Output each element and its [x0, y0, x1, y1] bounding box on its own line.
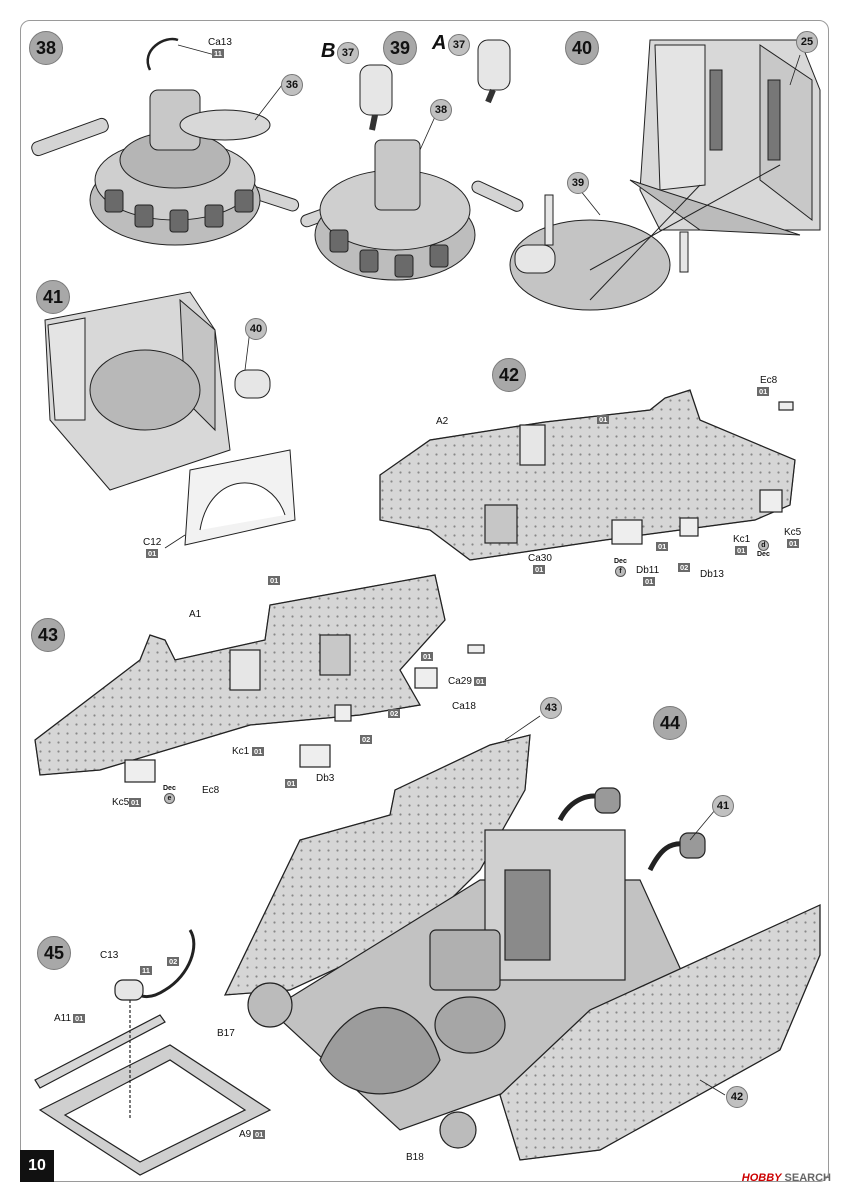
step-38: 38: [29, 31, 63, 65]
paint-code-kc1-42: 01: [735, 546, 748, 555]
paint-code-db3-a: 01: [285, 779, 298, 788]
paint-code-ca30: 01: [533, 565, 546, 574]
step-44: 44: [653, 706, 687, 740]
watermark-brand: HOBBY: [741, 1172, 782, 1184]
callout-25: 25: [796, 31, 818, 53]
callout-38: 38: [430, 99, 452, 121]
part-label-a9: A9: [239, 1129, 252, 1140]
paint-code-ec8-42: 01: [757, 387, 770, 396]
part-label-ca13: Ca13: [208, 37, 232, 48]
leader-lines: [164, 44, 801, 1096]
paint-code-a9: 01: [253, 1130, 266, 1139]
paint-code-ca18-b: 02: [388, 709, 401, 718]
paint-code-42-b: 01: [656, 542, 669, 551]
paint-code-db13: 02: [678, 563, 691, 572]
callout-39: 39: [567, 172, 589, 194]
part-label-db13: Db13: [700, 569, 724, 580]
part-label-db3: Db3: [316, 773, 335, 784]
paint-code-db11: 01: [643, 577, 656, 586]
paint-code-c13-a: 11: [140, 966, 152, 975]
paint-code-db3-b: 02: [360, 735, 373, 744]
paint-code-kc1-43: 01: [252, 747, 265, 756]
part-label-ca30: Ca30: [528, 553, 552, 564]
page-frame: [20, 20, 829, 1182]
callout-41: 41: [712, 795, 734, 817]
callout-37-b: 37: [337, 42, 359, 64]
part-label-kc5-43: Kc5: [112, 797, 130, 808]
frame-45-illustration: [34, 929, 272, 1176]
callout-42: 42: [726, 1086, 748, 1108]
part-label-c12: C12: [143, 537, 162, 548]
variant-b-label: B: [321, 40, 336, 62]
callout-36: 36: [281, 74, 303, 96]
callout-37-a: 37: [448, 34, 470, 56]
paint-code-ca29: 01: [474, 677, 487, 686]
paint-code-a11: 01: [73, 1014, 86, 1023]
part-label-b17: B17: [217, 1028, 235, 1039]
paint-code-ca18-a: 01: [421, 652, 434, 661]
step-45: 45: [37, 936, 71, 970]
part-label-db11: Db11: [636, 565, 660, 576]
callout-40: 40: [245, 318, 267, 340]
engine-bay-41-illustration: [44, 291, 296, 546]
part-label-c13: C13: [100, 950, 119, 961]
step-41: 41: [36, 280, 70, 314]
part-label-a11: A11: [54, 1013, 72, 1024]
paint-code-42-a: 01: [597, 415, 610, 424]
part-label-a1: A1: [189, 609, 202, 620]
variant-a-label: A: [432, 32, 447, 54]
part-label-kc5-42: Kc5: [784, 527, 802, 538]
part-label-b18: B18: [406, 1152, 424, 1163]
paint-code-kc5-42: 01: [787, 539, 800, 548]
engine-39-illustration: [300, 39, 524, 281]
part-label-a2: A2: [436, 416, 449, 427]
part-label-kc1-42: Kc1: [733, 534, 751, 545]
paint-code-c13-b: 02: [167, 957, 180, 966]
part-label-ec8-42: Ec8: [760, 375, 778, 386]
step-40: 40: [565, 31, 599, 65]
paint-code-43-top: 01: [268, 576, 281, 585]
side-panel-42-illustration: [379, 389, 796, 561]
step-42: 42: [492, 358, 526, 392]
callout-43: 43: [540, 697, 562, 719]
step-39: 39: [383, 31, 417, 65]
engine-38-illustration: [31, 37, 300, 246]
part-label-kc1-43: Kc1: [232, 746, 250, 757]
hull-44-illustration: [224, 734, 821, 1161]
side-panel-43-illustration: [34, 574, 485, 783]
watermark-suffix: SEARCH: [784, 1172, 831, 1184]
part-label-ca29: Ca29: [448, 676, 472, 687]
part-label-ca18: Ca18: [452, 701, 476, 712]
paint-code-c12: 01: [146, 549, 159, 558]
watermark: HOBBY SEARCH: [742, 1172, 831, 1184]
paint-code-kc5-43: 01: [129, 798, 142, 807]
engine-bay-40-illustration: [509, 39, 821, 311]
page-number: 10: [20, 1150, 54, 1182]
part-label-ec8-43: Ec8: [202, 785, 220, 796]
step-43: 43: [31, 618, 65, 652]
paint-code-ca13: 11: [212, 49, 224, 58]
